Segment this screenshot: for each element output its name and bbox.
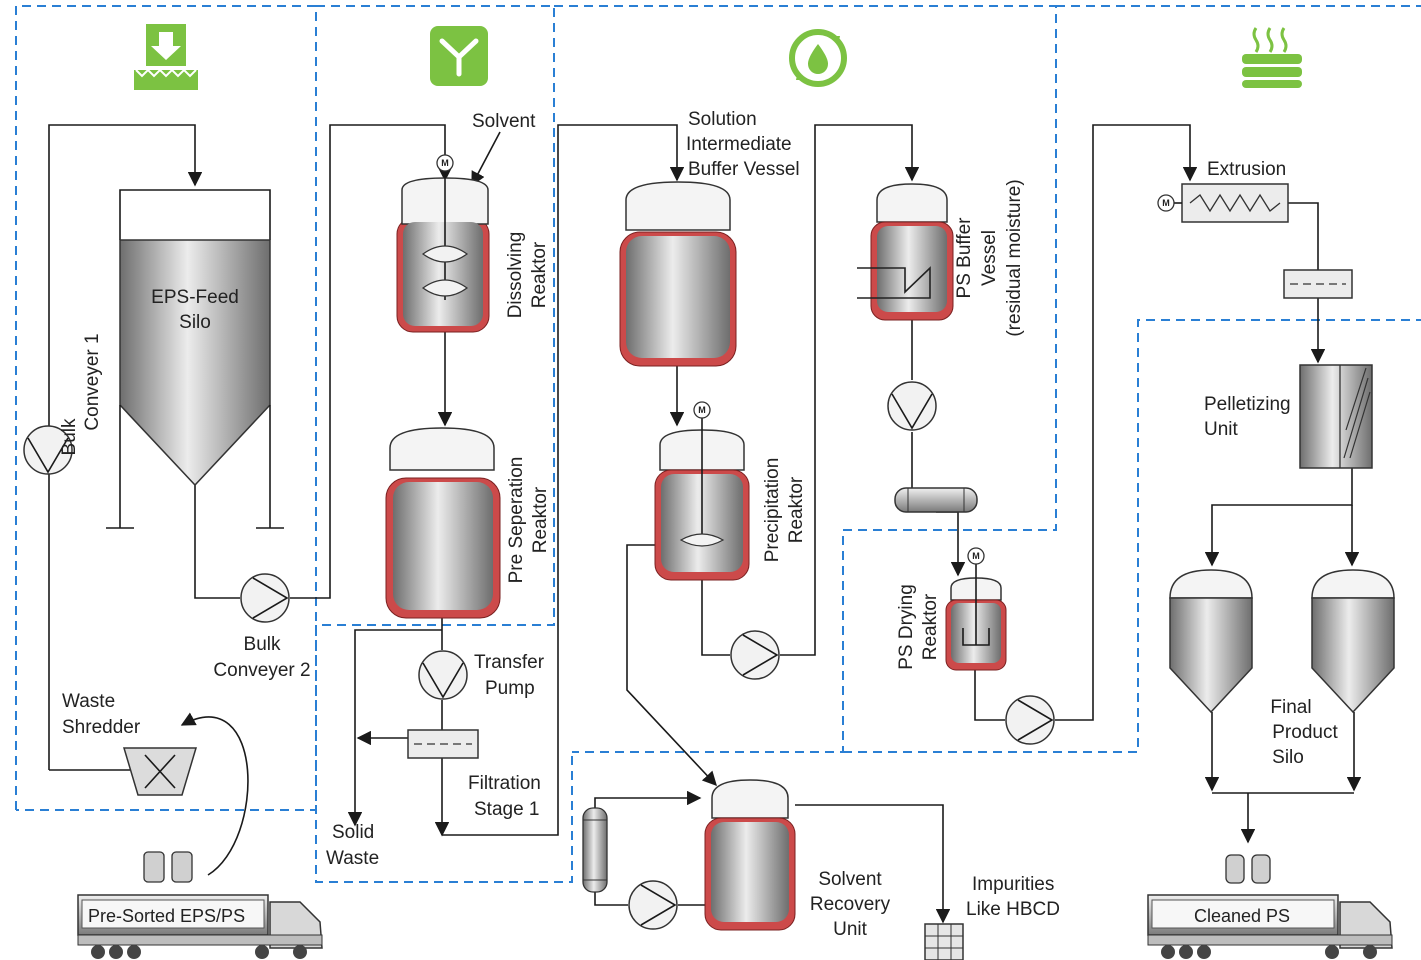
final-product-label-3: Silo: [1272, 747, 1304, 768]
solvent-label: Solvent: [472, 111, 536, 132]
zone-dissolving: [315, 5, 573, 883]
waste-shredder: Waste Shredder: [62, 691, 198, 796]
bulk-conveyer-1-label-2: Conveyer 1: [82, 333, 103, 430]
solution-buffer-label-2: Intermediate: [686, 134, 792, 155]
pelletizing-unit: Pelletizing Unit: [1204, 364, 1373, 469]
precipitation-pump: [730, 630, 780, 680]
ps-drying-label-1: PS Drying: [896, 584, 917, 670]
solid-waste-label-1: Solid: [332, 822, 374, 843]
pelletizing-label-1: Pelletizing: [1204, 394, 1291, 415]
cleaned-ps-truck: Cleaned PS: [1147, 854, 1393, 959]
final-product-silo-right: [1311, 569, 1395, 714]
final-product-label: Final Product Silo: [1270, 697, 1338, 768]
final-product-silo-left: [1169, 569, 1253, 714]
impurities-label-2: Like HBCD: [966, 899, 1060, 920]
eps-feed-silo-label-1: EPS-Feed: [151, 287, 239, 308]
cleaned-ps-label: Cleaned PS: [1194, 906, 1290, 926]
dissolving-reaktor-label-2: Reaktor: [529, 241, 550, 308]
pre-separation-label-2: Reaktor: [530, 486, 551, 553]
bulk-conveyer-2: Bulk Conveyer 2: [213, 573, 311, 681]
solvent-recovery-label-1: Solvent: [818, 869, 882, 890]
bulk-conveyer-2-label-2: Conveyer 2: [213, 660, 310, 681]
transfer-pump-label-2: Pump: [485, 678, 535, 699]
motor-label: M: [441, 158, 449, 168]
bulk-conveyer-1: Bulk Conveyer 1: [23, 333, 103, 475]
pre-sorted-label: Pre-Sorted EPS/PS: [88, 906, 245, 926]
filtration-label-2: Stage 1: [474, 799, 540, 820]
recovery-icon: [789, 29, 847, 87]
filtration-stage-1: Filtration Stage 1: [407, 729, 541, 820]
motor-label-3: M: [972, 551, 980, 561]
ps-drying-reaktor: M PS Drying Reaktor: [896, 547, 1007, 671]
zone-drying: [843, 5, 1421, 753]
solution-buffer-label-3: Buffer Vessel: [688, 159, 800, 180]
motor-label-4: M: [1162, 198, 1170, 208]
ps-drying-label-2: Reaktor: [920, 593, 941, 660]
drying-icon: [1242, 27, 1302, 88]
heat-exchanger: [894, 487, 978, 513]
extrusion-label: Extrusion: [1207, 159, 1286, 180]
dissolving-reaktor: M Dissolving Reaktor: [396, 154, 550, 333]
ps-drying-pump: [1005, 695, 1055, 745]
pretreatment-icon: [134, 24, 198, 90]
ps-buffer-label-3: (residual moisture): [1004, 179, 1025, 336]
dissolving-reaktor-label-1: Dissolving: [505, 232, 526, 319]
solution-buffer-label-1: Solution: [688, 109, 757, 130]
solvent-recovery-unit: Solvent Recovery Unit: [582, 779, 891, 940]
bulk-conveyer-1-label-1: Bulk: [59, 418, 80, 455]
filtration-label-1: Filtration: [468, 773, 541, 794]
final-product-label-1: Final: [1270, 697, 1311, 718]
solution-buffer-vessel: Solution Intermediate Buffer Vessel: [619, 109, 800, 367]
pelletizing-label-2: Unit: [1204, 419, 1239, 440]
ps-buffer-label-2: Vessel: [979, 230, 1000, 286]
motor-label-2: M: [698, 405, 706, 415]
precipitation-label-2: Reaktor: [786, 476, 807, 543]
waste-shredder-label-2: Shredder: [62, 717, 141, 738]
pre-separation-label-1: Pre Seperation: [506, 457, 527, 584]
pre-separation-reaktor: Pre Seperation Reaktor: [385, 427, 551, 619]
zone-recovery: [554, 5, 1057, 753]
eps-feed-silo-label-2: Silo: [179, 312, 211, 333]
transfer-pump-label-1: Transfer: [474, 652, 545, 673]
ps-buffer-pump: [887, 381, 937, 431]
impurities-label-1: Impurities: [972, 874, 1054, 895]
bulk-conveyer-2-label-1: Bulk: [244, 634, 281, 655]
pre-sorted-truck: Pre-Sorted EPS/PS: [77, 851, 323, 959]
precipitation-label-1: Precipitation: [762, 458, 783, 563]
solvent-recovery-label-2: Recovery: [810, 894, 891, 915]
eps-feed-silo: EPS-Feed Silo: [106, 189, 284, 529]
waste-shredder-label-1: Waste: [62, 691, 115, 712]
solid-waste-label-2: Waste: [326, 848, 379, 869]
impurities-container: Impurities Like HBCD: [924, 874, 1060, 960]
final-product-label-2: Product: [1272, 722, 1338, 743]
pipe-network: [48, 124, 1362, 924]
extrusion-unit: M Extrusion: [1157, 159, 1289, 223]
solvent-recovery-label-3: Unit: [833, 919, 868, 940]
transfer-pump: Transfer Pump: [418, 650, 545, 700]
precipitation-reaktor: M Precipitation Reaktor: [654, 401, 807, 581]
ps-buffer-vessel: PS Buffer Vessel (residual moisture): [857, 179, 1025, 337]
ps-buffer-label-1: PS Buffer: [954, 217, 975, 299]
dissolving-icon: [430, 26, 488, 86]
solid-waste: Solid Waste: [326, 822, 379, 869]
extrusion-filter: [1283, 269, 1353, 299]
